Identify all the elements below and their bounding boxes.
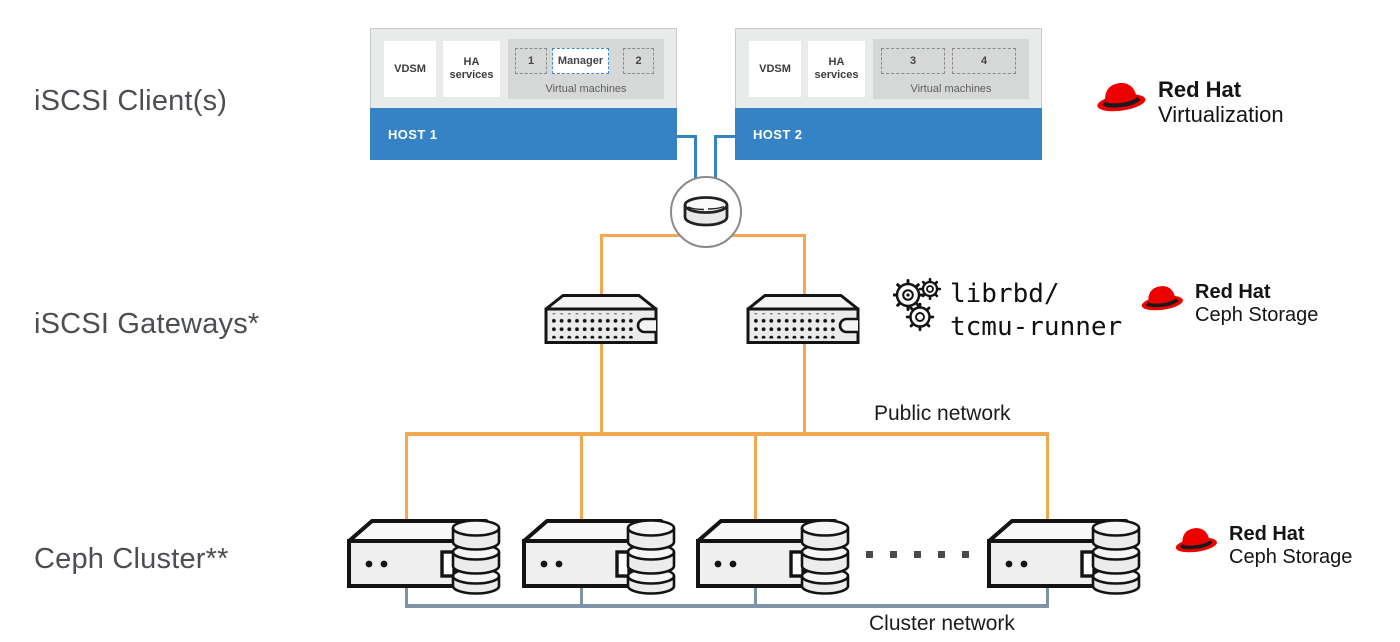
logo-brand: Red Hat	[1195, 281, 1271, 303]
ha-label-line1: HA	[828, 56, 845, 68]
host2-ha-services-box: HA services	[808, 41, 865, 97]
vm-chip-1: 1	[515, 48, 547, 74]
host1-name: HOST 1	[388, 126, 438, 142]
logo-product: Ceph Storage	[1195, 304, 1319, 326]
shared-lun-circle	[670, 176, 742, 248]
vm-group-label: Virtual machines	[910, 83, 992, 95]
host2-title-bar: HOST 2	[735, 108, 1042, 160]
disk-icon	[681, 194, 731, 230]
host2-vm-group: 3 4 Virtual machines	[873, 39, 1029, 99]
ha-label-line2: services	[449, 69, 494, 81]
host1-vdsm-box: VDSM	[384, 41, 436, 97]
gears-icon	[893, 276, 943, 332]
host2-card: VDSM HA services 3 4 Virtual machines HO…	[735, 28, 1042, 160]
logo-brand: Red Hat	[1229, 523, 1305, 545]
host1-ha-services-box: HA services	[443, 41, 500, 97]
iscsi-target-line	[600, 234, 603, 300]
librbd-label: librbd/	[950, 279, 1060, 309]
row-label-iscsi-clients: iSCSI Client(s)	[34, 85, 228, 117]
fedora-hat-icon	[1093, 77, 1149, 119]
host2-name: HOST 2	[753, 126, 803, 142]
public-drop-node3	[754, 432, 757, 530]
row-label-ceph-cluster: Ceph Cluster**	[34, 543, 229, 575]
iscsi-gateway2-icon	[745, 292, 861, 346]
public-network-bus	[405, 432, 1049, 436]
public-drop-node2	[580, 432, 583, 530]
public-network-label: Public network	[874, 402, 1011, 425]
ha-label-line2: services	[814, 69, 859, 81]
logo-text: Red Hat Ceph Storage	[1195, 281, 1318, 327]
host2-vdsm-box: VDSM	[749, 41, 801, 97]
host1-title-bar: HOST 1	[370, 108, 677, 160]
redhat-virtualization-logo: Red Hat Virtualization	[1093, 77, 1284, 127]
logo-product: Virtualization	[1158, 102, 1284, 127]
logo-text: Red Hat Virtualization	[1158, 77, 1284, 127]
public-drop-node4	[1046, 432, 1049, 530]
logo-text: Red Hat Ceph Storage	[1229, 523, 1352, 569]
gateway-software-label: librbd/ tcmu-runner	[950, 278, 1122, 344]
more-nodes-ellipsis	[866, 551, 969, 558]
iscsi-target-line	[803, 234, 806, 300]
host1-vm-group: 1 Manager 2 Virtual machines	[508, 39, 664, 99]
gateway2-public-line	[803, 340, 806, 434]
logo-product: Ceph Storage	[1229, 546, 1353, 568]
redhat-ceph-storage-logo-gateways: Red Hat Ceph Storage	[1138, 281, 1318, 327]
ceph-node3-icon	[692, 512, 852, 596]
vm-chip-4: 4	[952, 48, 1016, 74]
vm-chip-2: 2	[623, 48, 654, 74]
public-drop-node1	[405, 432, 408, 530]
iscsi-gateway1-icon	[543, 292, 659, 346]
host2-uplink-line	[714, 135, 717, 180]
vdsm-label: VDSM	[759, 62, 791, 75]
cluster-network-label: Cluster network	[869, 612, 1015, 635]
fedora-hat-icon	[1172, 523, 1220, 559]
redhat-ceph-storage-logo-cluster: Red Hat Ceph Storage	[1172, 523, 1352, 569]
ceph-node4-icon	[983, 512, 1143, 596]
ha-label-line1: HA	[463, 56, 480, 68]
fedora-hat-icon	[1138, 281, 1186, 317]
host2-uplink-line	[716, 135, 735, 138]
cluster-network-bus	[405, 604, 1049, 608]
host1-uplink-line	[677, 135, 696, 138]
host1-card: VDSM HA services 1 Manager 2 Virtual mac…	[370, 28, 677, 160]
vdsm-label: VDSM	[394, 62, 426, 75]
vm-chip-manager: Manager	[552, 48, 609, 74]
vm-group-label: Virtual machines	[545, 83, 627, 95]
row-label-iscsi-gateways: iSCSI Gateways*	[34, 308, 260, 340]
logo-brand: Red Hat	[1158, 77, 1242, 102]
gateway1-public-line	[600, 340, 603, 434]
ceph-node2-icon	[518, 512, 678, 596]
ceph-node1-icon	[343, 512, 503, 596]
host1-uplink-line	[694, 135, 697, 180]
tcmu-runner-label: tcmu-runner	[950, 312, 1123, 342]
vm-chip-3: 3	[881, 48, 945, 74]
